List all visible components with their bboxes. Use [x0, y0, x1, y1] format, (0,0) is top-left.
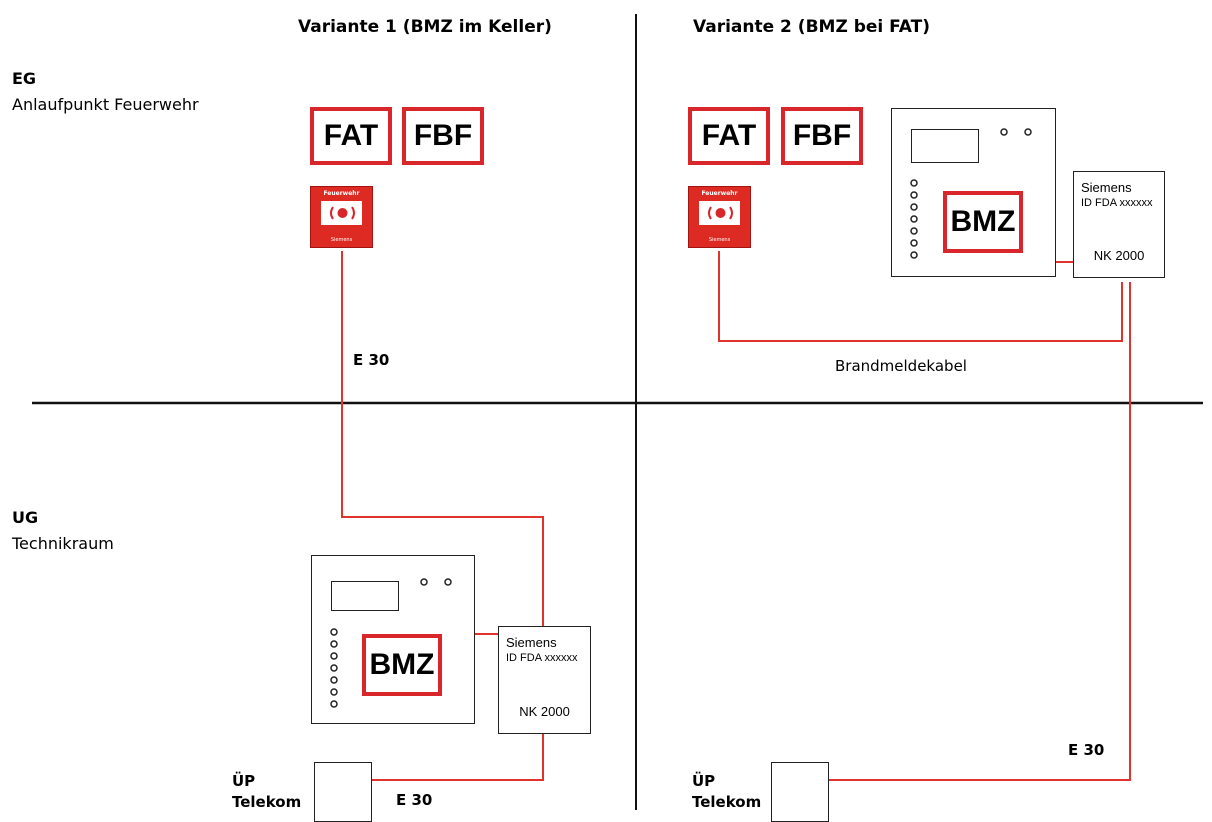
panel-display	[331, 581, 399, 611]
nk-maker: Siemens	[506, 635, 557, 650]
telekom-label-v2-line2: Telekom	[692, 793, 762, 811]
call-point-maker: Siemens	[330, 237, 353, 243]
bmz-box-v2: BMZ	[943, 191, 1023, 253]
nk2000-module-v1: Siemens ID FDA xxxxxx NK 2000	[498, 626, 591, 734]
telekom-box-v1	[314, 762, 372, 822]
cable-label-e30-v1-telekom: E 30	[396, 791, 433, 809]
cable-v2-nk-to-telekom	[829, 282, 1131, 781]
nk-model: NK 2000	[519, 704, 570, 719]
cable-v1-nk-to-telekom	[372, 734, 544, 781]
telekom-label-v2-line1: ÜP	[692, 772, 716, 790]
bmz-box-v1: BMZ	[362, 634, 442, 696]
call-point-title: Feuerwehr	[701, 190, 738, 197]
call-point-title: Feuerwehr	[323, 190, 360, 197]
variant1-heading: Variante 1 (BMZ im Keller)	[298, 17, 552, 37]
fire-call-point-v2: Feuerwehr Siemens	[688, 186, 751, 248]
call-point-window	[699, 201, 740, 225]
alarm-icon	[330, 206, 355, 220]
nk-model: NK 2000	[1093, 248, 1145, 263]
cable-label-brandmeldekabel: Brandmeldekabel	[835, 357, 967, 375]
floor-eg-name: Anlaufpunkt Feuerwehr	[12, 95, 199, 114]
call-point-window	[321, 201, 362, 225]
nk-id: ID FDA xxxxxx	[1081, 197, 1153, 209]
fbf-box-v1: FBF	[402, 107, 484, 165]
panel-indicator-leds	[1000, 128, 1032, 136]
cable-label-e30-v2: E 30	[1068, 741, 1105, 759]
panel-led-column	[910, 179, 918, 259]
telekom-label-v1-line2: Telekom	[232, 793, 302, 811]
bmz-panel-v1: BMZ	[311, 555, 475, 724]
alarm-icon	[708, 206, 733, 220]
fbf-box-v2: FBF	[781, 107, 863, 165]
nk2000-module-v2: Siemens ID FDA xxxxxx NK 2000	[1073, 171, 1165, 278]
call-point-maker: Siemens	[708, 237, 731, 243]
fat-box-v2: FAT	[688, 107, 770, 165]
panel-indicator-leds	[420, 578, 452, 586]
cable-label-e30-v1-riser: E 30	[353, 351, 390, 369]
variant2-heading: Variante 2 (BMZ bei FAT)	[693, 17, 931, 37]
bmz-panel-v2: BMZ	[891, 108, 1056, 277]
floor-eg-code: EG	[12, 69, 37, 88]
floor-ug-code: UG	[12, 508, 39, 527]
floor-ug-name: Technikraum	[12, 534, 114, 553]
panel-led-column	[330, 628, 338, 708]
telekom-box-v2	[771, 762, 829, 822]
fire-call-point-v1: Feuerwehr Siemens	[310, 186, 373, 248]
panel-display	[911, 129, 979, 163]
cable-v1-callpoint-to-nk	[341, 251, 544, 626]
fat-box-v1: FAT	[310, 107, 392, 165]
nk-id: ID FDA xxxxxx	[506, 652, 578, 664]
nk-maker: Siemens	[1081, 180, 1132, 195]
cable-v2-callpoint-to-nk	[718, 251, 1123, 342]
telekom-label-v1-line1: ÜP	[232, 772, 256, 790]
